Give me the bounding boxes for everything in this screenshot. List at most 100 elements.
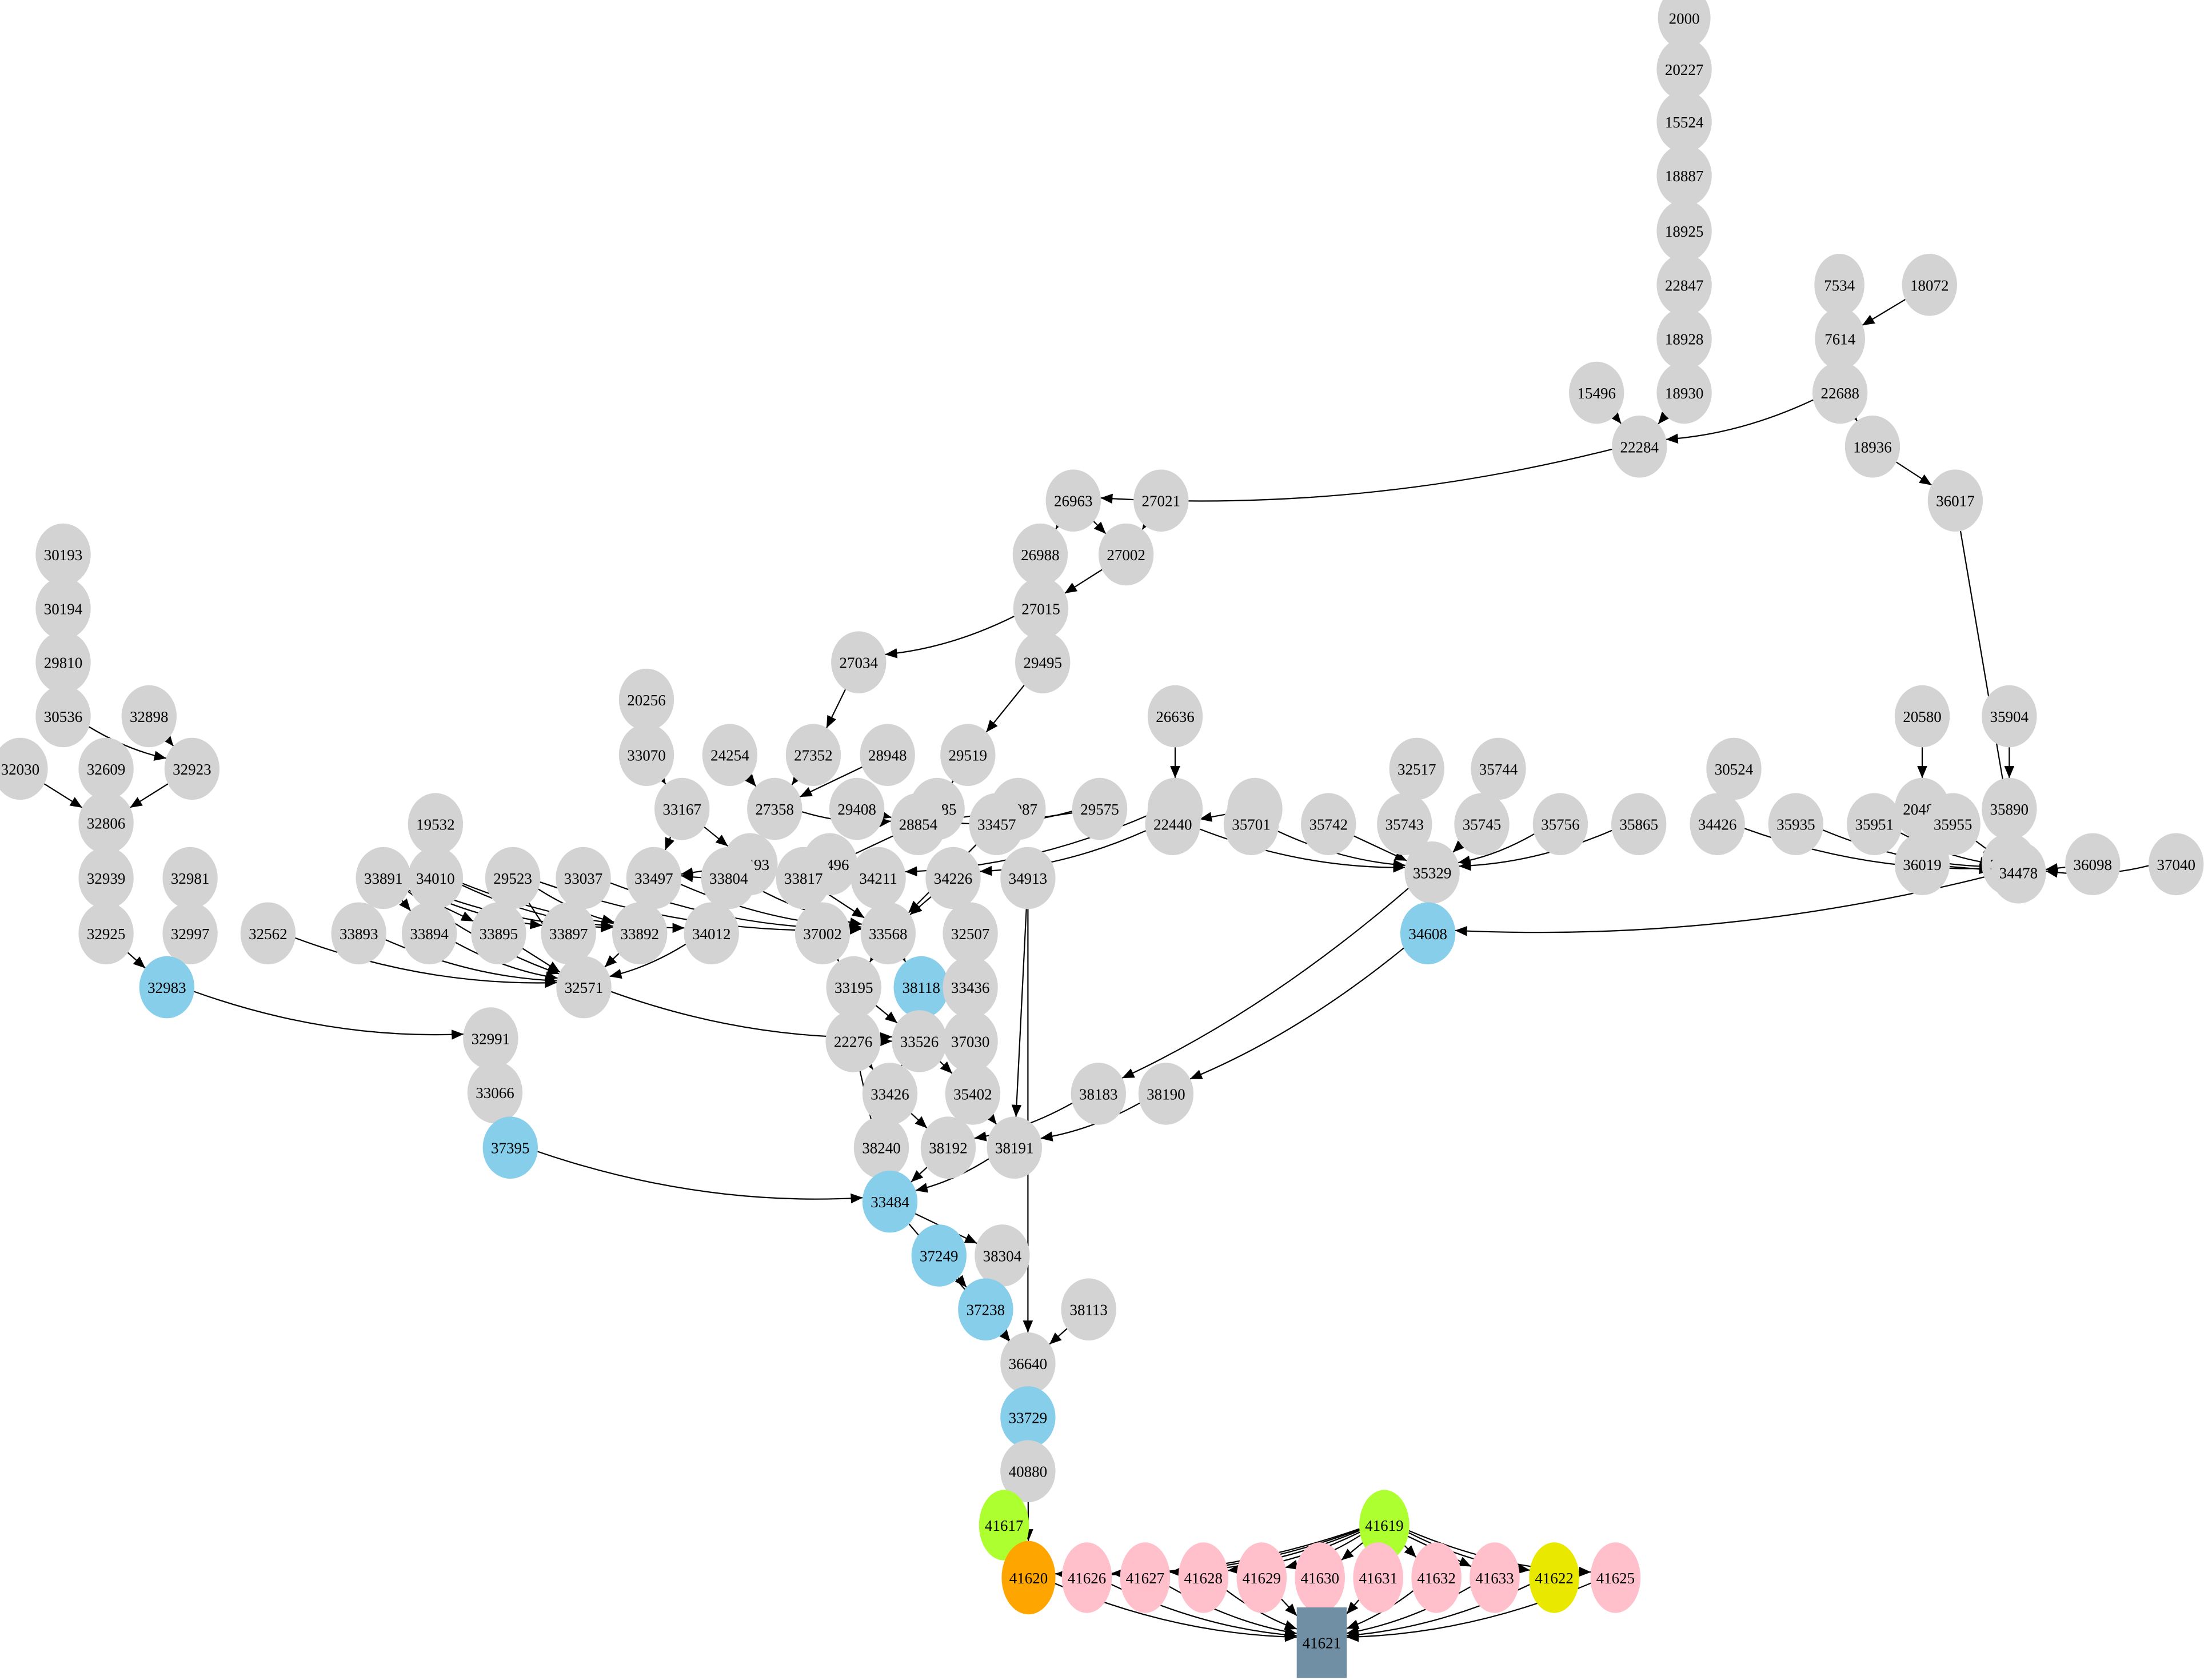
graph-node[interactable]: 33497	[626, 847, 682, 909]
graph-node[interactable]: 32571	[556, 956, 612, 1019]
node-shape[interactable]	[1656, 254, 1712, 316]
graph-node[interactable]: 20580	[1894, 685, 1950, 748]
node-shape[interactable]	[975, 1224, 1030, 1287]
node-shape[interactable]	[78, 847, 134, 909]
graph-node[interactable]: 29810	[35, 631, 91, 693]
graph-node[interactable]: 29519	[940, 724, 996, 786]
graph-node[interactable]: 35329	[1404, 841, 1460, 904]
graph-node[interactable]: 35756	[1532, 793, 1588, 855]
node-shape[interactable]	[1013, 577, 1069, 640]
node-shape[interactable]	[1894, 833, 1950, 896]
node-shape[interactable]	[1454, 793, 1510, 855]
node-shape[interactable]	[1045, 469, 1101, 532]
node-shape[interactable]	[893, 956, 949, 1019]
node-shape[interactable]	[684, 902, 739, 965]
node-shape[interactable]	[35, 631, 91, 693]
node-shape[interactable]	[1295, 1542, 1345, 1613]
node-shape[interactable]	[1894, 685, 1950, 748]
node-shape[interactable]	[911, 1224, 967, 1287]
graph-node[interactable]: 18887	[1656, 144, 1712, 207]
node-shape[interactable]	[747, 777, 802, 840]
graph-node[interactable]: 20227	[1656, 38, 1712, 101]
node-shape[interactable]	[1001, 1541, 1056, 1615]
graph-node[interactable]: 37395	[482, 1116, 538, 1179]
graph-node[interactable]: 28948	[860, 724, 915, 786]
graph-node[interactable]: 32806	[78, 792, 134, 854]
node-shape[interactable]	[1145, 793, 1200, 855]
node-shape[interactable]	[860, 724, 915, 786]
graph-node[interactable]: 33066	[467, 1061, 523, 1124]
graph-node[interactable]: 26988	[1012, 523, 1068, 586]
node-shape[interactable]	[139, 956, 195, 1019]
graph-node[interactable]: 35402	[945, 1063, 1001, 1125]
graph-node[interactable]: 41617	[979, 1490, 1029, 1561]
node-shape[interactable]	[471, 902, 526, 965]
node-shape[interactable]	[1612, 416, 1667, 478]
node-shape[interactable]	[1658, 0, 1711, 49]
node-shape[interactable]	[1847, 793, 1902, 855]
graph-node[interactable]: 32939	[78, 847, 134, 909]
node-shape[interactable]	[408, 847, 464, 909]
node-shape[interactable]	[2149, 833, 2204, 896]
graph-node[interactable]: 27015	[1013, 577, 1069, 640]
node-shape[interactable]	[463, 1007, 518, 1070]
node-shape[interactable]	[940, 724, 996, 786]
graph-node[interactable]: 18928	[1656, 308, 1712, 370]
node-shape[interactable]	[1844, 416, 1900, 478]
node-shape[interactable]	[1982, 777, 2037, 840]
node-shape[interactable]	[1000, 1386, 1056, 1448]
graph-node[interactable]: 41621	[1296, 1607, 1347, 1678]
node-shape[interactable]	[1656, 38, 1712, 101]
graph-node[interactable]: 27352	[785, 724, 841, 786]
graph-node[interactable]: 29575	[1072, 777, 1128, 840]
node-shape[interactable]	[482, 1116, 538, 1179]
node-shape[interactable]	[943, 902, 998, 965]
graph-node[interactable]: 33167	[654, 777, 710, 840]
node-shape[interactable]	[35, 685, 91, 748]
graph-node[interactable]: 30524	[1706, 737, 1762, 800]
node-shape[interactable]	[1120, 1542, 1171, 1613]
graph-node[interactable]: 40880	[1000, 1440, 1056, 1502]
graph-node[interactable]: 32997	[162, 902, 218, 965]
node-shape[interactable]	[1925, 793, 1981, 855]
graph-node[interactable]: 32983	[139, 956, 195, 1019]
graph-node[interactable]: 41630	[1295, 1542, 1345, 1613]
node-shape[interactable]	[408, 793, 464, 855]
node-shape[interactable]	[892, 1010, 947, 1072]
node-shape[interactable]	[612, 902, 668, 965]
graph-node[interactable]: 32562	[240, 902, 296, 965]
graph-node[interactable]: 35742	[1301, 793, 1356, 855]
graph-node[interactable]: 32925	[78, 902, 134, 965]
node-shape[interactable]	[1656, 361, 1712, 424]
node-shape[interactable]	[702, 724, 758, 786]
graph-node[interactable]: 32507	[943, 902, 998, 965]
node-shape[interactable]	[485, 847, 541, 909]
graph-node[interactable]: 29408	[829, 777, 885, 840]
node-shape[interactable]	[1656, 308, 1712, 370]
graph-node[interactable]: 7614	[1815, 308, 1865, 370]
node-shape[interactable]	[831, 631, 887, 693]
graph-node[interactable]: 34608	[1400, 902, 1456, 965]
node-shape[interactable]	[35, 577, 91, 640]
node-shape[interactable]	[862, 1063, 918, 1125]
graph-node[interactable]: 34226	[925, 847, 981, 909]
node-shape[interactable]	[1072, 777, 1128, 840]
graph-node[interactable]: 33457	[969, 793, 1024, 855]
graph-node[interactable]: 15524	[1656, 90, 1712, 153]
graph-node[interactable]: 41622	[1529, 1542, 1579, 1613]
node-shape[interactable]	[1223, 793, 1279, 855]
graph-node[interactable]: 41632	[1411, 1542, 1462, 1613]
graph-node[interactable]: 37002	[794, 902, 851, 965]
node-shape[interactable]	[78, 902, 134, 965]
node-shape[interactable]	[162, 847, 218, 909]
graph-node[interactable]: 33817	[776, 847, 831, 909]
graph-node[interactable]: 41625	[1590, 1542, 1641, 1613]
graph-node[interactable]: 35743	[1377, 793, 1432, 855]
node-shape[interactable]	[1569, 361, 1624, 424]
graph-node[interactable]: 41620	[1001, 1541, 1056, 1615]
graph-node[interactable]: 18936	[1844, 416, 1900, 478]
node-shape[interactable]	[891, 793, 946, 855]
node-shape[interactable]	[626, 847, 682, 909]
node-shape[interactable]	[654, 777, 710, 840]
graph-node[interactable]: 38192	[920, 1116, 976, 1179]
